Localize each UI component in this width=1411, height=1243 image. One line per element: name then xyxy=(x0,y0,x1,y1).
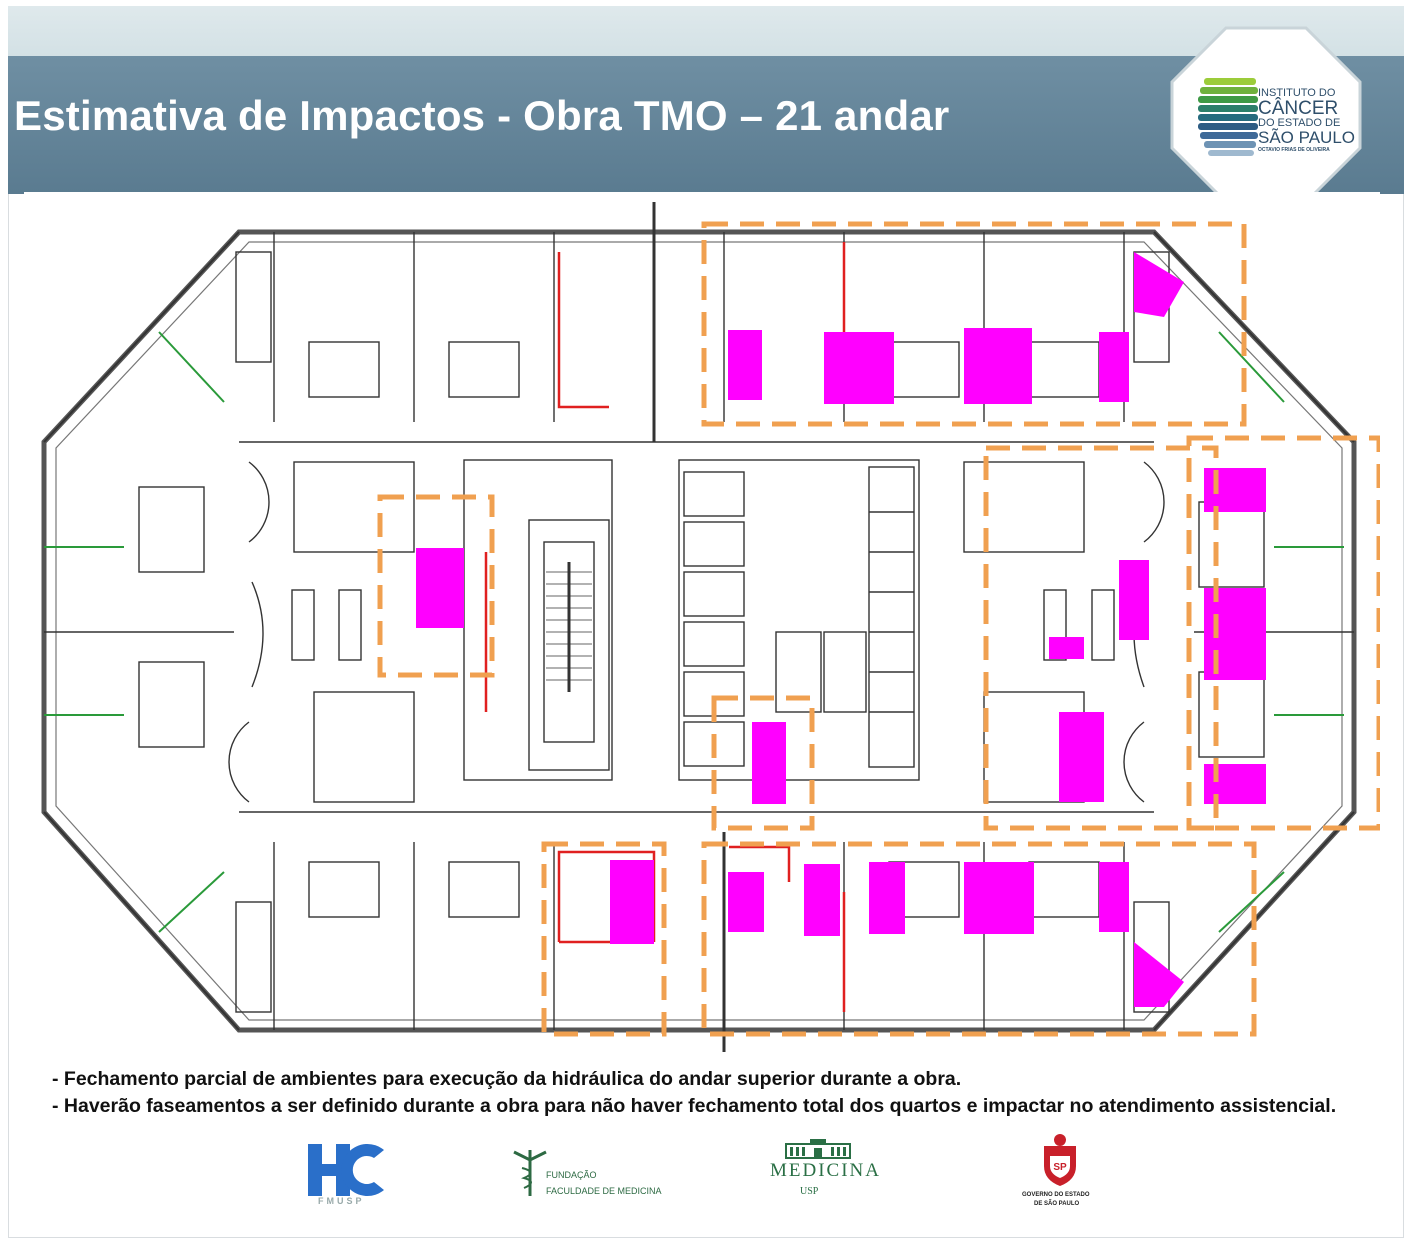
phase-dashed-outline-icon xyxy=(377,221,1382,1037)
floor-plan-drawing-icon xyxy=(41,202,1382,1052)
ffm-logo-line1: FUNDAÇÃO xyxy=(546,1170,597,1180)
hc-logo-sub: FMUSP xyxy=(318,1196,365,1206)
sp-logo-line1: GOVERNO DO ESTADO xyxy=(1022,1192,1090,1198)
impact-area-fill-icon xyxy=(416,252,1266,1007)
top-strip xyxy=(8,6,1404,56)
svg-text:SP: SP xyxy=(1053,1162,1067,1173)
sp-logo-line2: DE SÃO PAULO xyxy=(1034,1201,1080,1207)
icesp-logo-text: INSTITUTO DO CÂNCER DO ESTADO DE SÃO PAU… xyxy=(1258,87,1355,153)
ffm-logo-line2: FACULDADE DE MEDICINA xyxy=(546,1186,662,1196)
floor-plan xyxy=(24,192,1382,1060)
medicina-building-icon xyxy=(785,1139,851,1159)
note-line-2: - Haverão faseamentos a ser definido dur… xyxy=(52,1095,1337,1117)
hc-logo-icon xyxy=(308,1144,384,1196)
medicina-logo-text: MEDICINA xyxy=(770,1160,881,1181)
ffm-logo-icon xyxy=(513,1150,547,1196)
notes: - Fechamento parcial de ambientes para e… xyxy=(52,1066,1382,1120)
medicina-logo-sub: USP xyxy=(800,1186,819,1197)
sp-coat-of-arms-icon: SP xyxy=(1044,1134,1076,1186)
note-line-1: - Fechamento parcial de ambientes para e… xyxy=(52,1068,962,1090)
page-title: Estimativa de Impactos - Obra TMO – 21 a… xyxy=(14,92,950,139)
